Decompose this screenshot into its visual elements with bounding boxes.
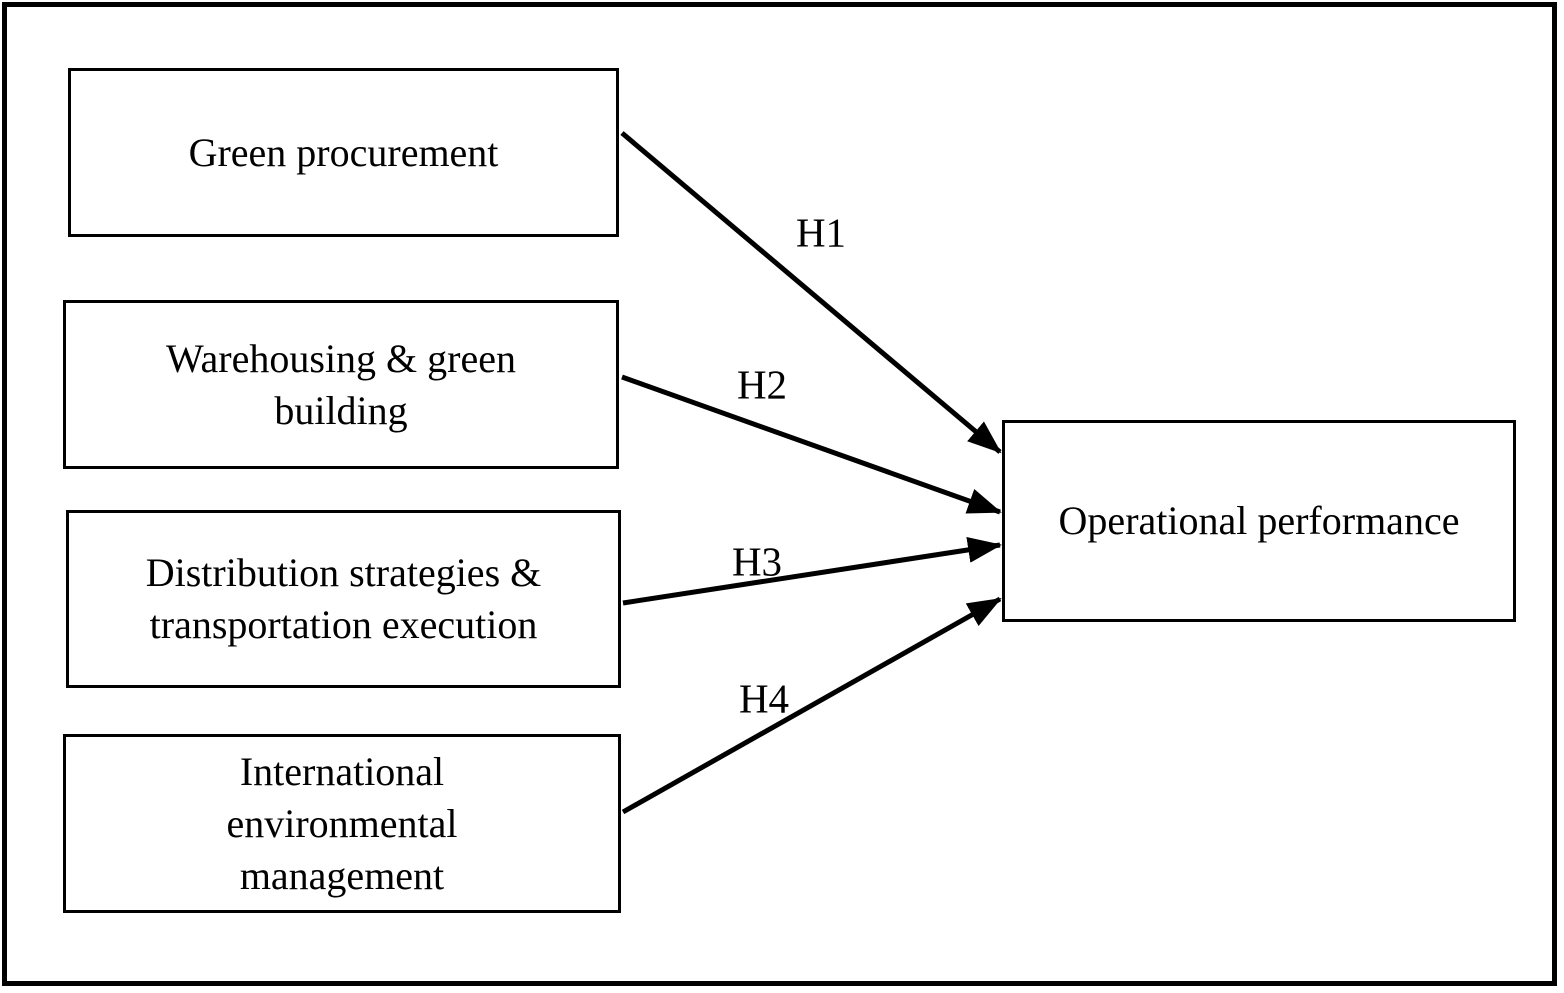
arrow-label-h1: H1 — [795, 209, 847, 256]
box-label-distribution-transportation: Distribution strategies & transportation… — [145, 550, 542, 647]
arrow-label-h2: H2 — [736, 361, 788, 408]
arrow-label-h3: H3 — [731, 538, 783, 585]
box-label-green-procurement: Green procurement — [188, 129, 499, 175]
box-label-operational-performance: Operational performance — [1058, 498, 1460, 543]
box-distribution-transportation: Distribution strategies & transportation… — [66, 510, 621, 688]
box-warehousing-green-building: Warehousing & green building — [63, 300, 619, 469]
box-green-procurement: Green procurement — [68, 68, 619, 237]
box-label-international-environmental-management: International environmental management — [226, 748, 458, 898]
arrow-label-h4: H4 — [738, 675, 790, 722]
box-international-environmental-management: International environmental management — [63, 734, 621, 913]
box-label-warehousing-green-building: Warehousing & green building — [166, 335, 516, 433]
box-operational-performance: Operational performance — [1002, 420, 1516, 622]
